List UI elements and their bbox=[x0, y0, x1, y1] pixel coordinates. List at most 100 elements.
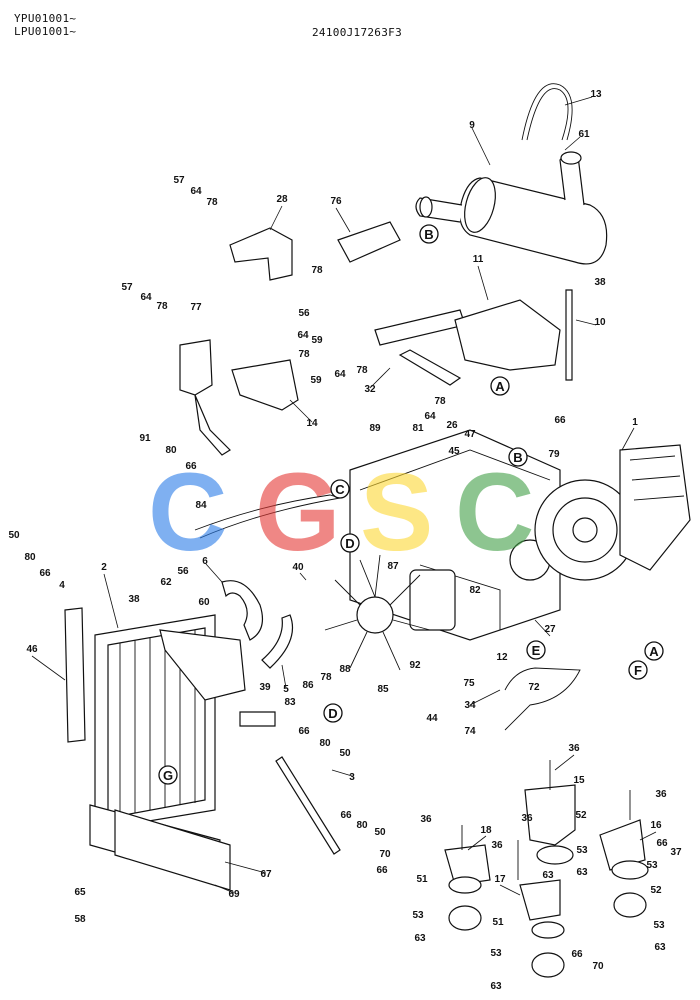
part-callout-52: 52 bbox=[575, 810, 587, 821]
part-callout-32: 32 bbox=[364, 384, 376, 395]
part-callout-53-2: 53 bbox=[646, 860, 658, 871]
part-callout-81: 81 bbox=[412, 423, 424, 434]
part-callout-4: 4 bbox=[59, 580, 65, 591]
part-callout-70: 70 bbox=[379, 849, 391, 860]
part-callout-80-4: 80 bbox=[356, 820, 368, 831]
part-callout-53-3: 53 bbox=[412, 910, 424, 921]
part-callout-14: 14 bbox=[306, 418, 318, 429]
watermark-letter-c2: C bbox=[455, 451, 534, 574]
part-callout-51: 51 bbox=[416, 874, 428, 885]
part-callout-11: 11 bbox=[473, 254, 484, 265]
part-callout-70-2: 70 bbox=[592, 961, 604, 972]
part-callout-36-4: 36 bbox=[655, 789, 667, 800]
part-callout-38-2: 38 bbox=[128, 594, 140, 605]
part-callout-78-5: 78 bbox=[356, 365, 368, 376]
part-callout-64-5: 64 bbox=[424, 411, 436, 422]
part-callout-57-2: 57 bbox=[121, 282, 133, 293]
leader-line bbox=[499, 884, 521, 896]
part-callout-83: 83 bbox=[284, 697, 296, 708]
part-callout-2: 2 bbox=[101, 562, 107, 573]
part-callout-84: 84 bbox=[195, 500, 207, 511]
part-callout-18: 18 bbox=[480, 825, 492, 836]
part-callout-34: 34 bbox=[464, 700, 476, 711]
part-callout-9: 9 bbox=[469, 120, 475, 131]
part-callout-85: 85 bbox=[377, 684, 389, 695]
part-callout-50-3: 50 bbox=[374, 827, 386, 838]
svg-text:A: A bbox=[649, 644, 659, 659]
leader-line bbox=[564, 136, 581, 151]
part-callout-74: 74 bbox=[464, 726, 476, 737]
svg-text:D: D bbox=[328, 706, 337, 721]
part-callout-50-2: 50 bbox=[339, 748, 351, 759]
part-callout-13: 13 bbox=[590, 89, 602, 100]
svg-text:A: A bbox=[495, 379, 505, 394]
reference-marker-D: D bbox=[340, 533, 360, 553]
part-callout-91: 91 bbox=[139, 433, 151, 444]
svg-text:B: B bbox=[424, 227, 433, 242]
leader-line bbox=[477, 265, 489, 301]
leader-line bbox=[281, 664, 287, 689]
part-callout-78: 78 bbox=[206, 197, 218, 208]
watermark: C G S C bbox=[148, 451, 534, 574]
leader-line bbox=[289, 399, 313, 423]
part-callout-26: 26 bbox=[446, 420, 458, 431]
part-callout-28: 28 bbox=[276, 194, 288, 205]
part-callout-80-2: 80 bbox=[165, 445, 177, 456]
radiator bbox=[64, 607, 276, 891]
leader-line bbox=[299, 572, 307, 581]
part-callout-86: 86 bbox=[302, 680, 314, 691]
part-callout-82: 82 bbox=[469, 585, 481, 596]
leader-line bbox=[554, 754, 575, 771]
part-callout-52-2: 52 bbox=[650, 885, 662, 896]
part-callout-66-7: 66 bbox=[656, 838, 668, 849]
svg-text:C: C bbox=[335, 482, 345, 497]
brackets-upper bbox=[179, 221, 561, 456]
part-callout-45: 45 bbox=[448, 446, 460, 457]
part-callout-57: 57 bbox=[173, 175, 185, 186]
part-callout-78-2: 78 bbox=[311, 265, 323, 276]
part-callout-3: 3 bbox=[349, 772, 355, 783]
part-callout-65: 65 bbox=[74, 887, 86, 898]
part-callout-66: 66 bbox=[185, 461, 197, 472]
serial-range-2: LPU01001~ bbox=[14, 25, 77, 38]
leader-line bbox=[575, 319, 597, 326]
part-callout-37: 37 bbox=[670, 847, 682, 858]
reference-marker-D-2: D bbox=[323, 703, 343, 723]
reference-marker-A: A bbox=[490, 376, 510, 396]
engine bbox=[349, 429, 561, 641]
watermark-letter-g: G bbox=[255, 451, 341, 574]
leader-line bbox=[534, 619, 551, 637]
leader-line bbox=[331, 769, 353, 777]
part-callout-87: 87 bbox=[387, 561, 399, 572]
leader-line bbox=[269, 205, 283, 231]
part-callout-88: 88 bbox=[339, 664, 351, 675]
reference-marker-B: B bbox=[419, 224, 439, 244]
part-callout-53: 53 bbox=[576, 845, 588, 856]
svg-text:F: F bbox=[634, 663, 642, 678]
serial-range-1: YPU01001~ bbox=[14, 12, 77, 25]
svg-text:D: D bbox=[345, 536, 354, 551]
part-callout-62: 62 bbox=[160, 577, 172, 588]
reference-marker-B-2: B bbox=[508, 447, 528, 467]
part-callout-16: 16 bbox=[650, 820, 662, 831]
cooling-fan bbox=[324, 554, 431, 671]
part-callout-78-6: 78 bbox=[434, 396, 446, 407]
part-callout-76: 76 bbox=[330, 196, 342, 207]
part-callout-80: 80 bbox=[24, 552, 36, 563]
part-callout-36-3: 36 bbox=[491, 840, 503, 851]
part-callout-38: 38 bbox=[594, 277, 606, 288]
part-callout-92: 92 bbox=[409, 660, 421, 671]
leader-line bbox=[471, 127, 491, 166]
part-callout-78-3: 78 bbox=[156, 301, 168, 312]
leader-line bbox=[103, 573, 119, 629]
svg-text:G: G bbox=[163, 768, 173, 783]
leader-line bbox=[564, 96, 593, 106]
part-callout-46: 46 bbox=[26, 644, 38, 655]
part-callout-50: 50 bbox=[8, 530, 20, 541]
leader-line bbox=[214, 884, 235, 894]
part-callout-27: 27 bbox=[544, 624, 556, 635]
part-callout-36: 36 bbox=[568, 743, 580, 754]
part-callout-66-6: 66 bbox=[376, 865, 388, 876]
